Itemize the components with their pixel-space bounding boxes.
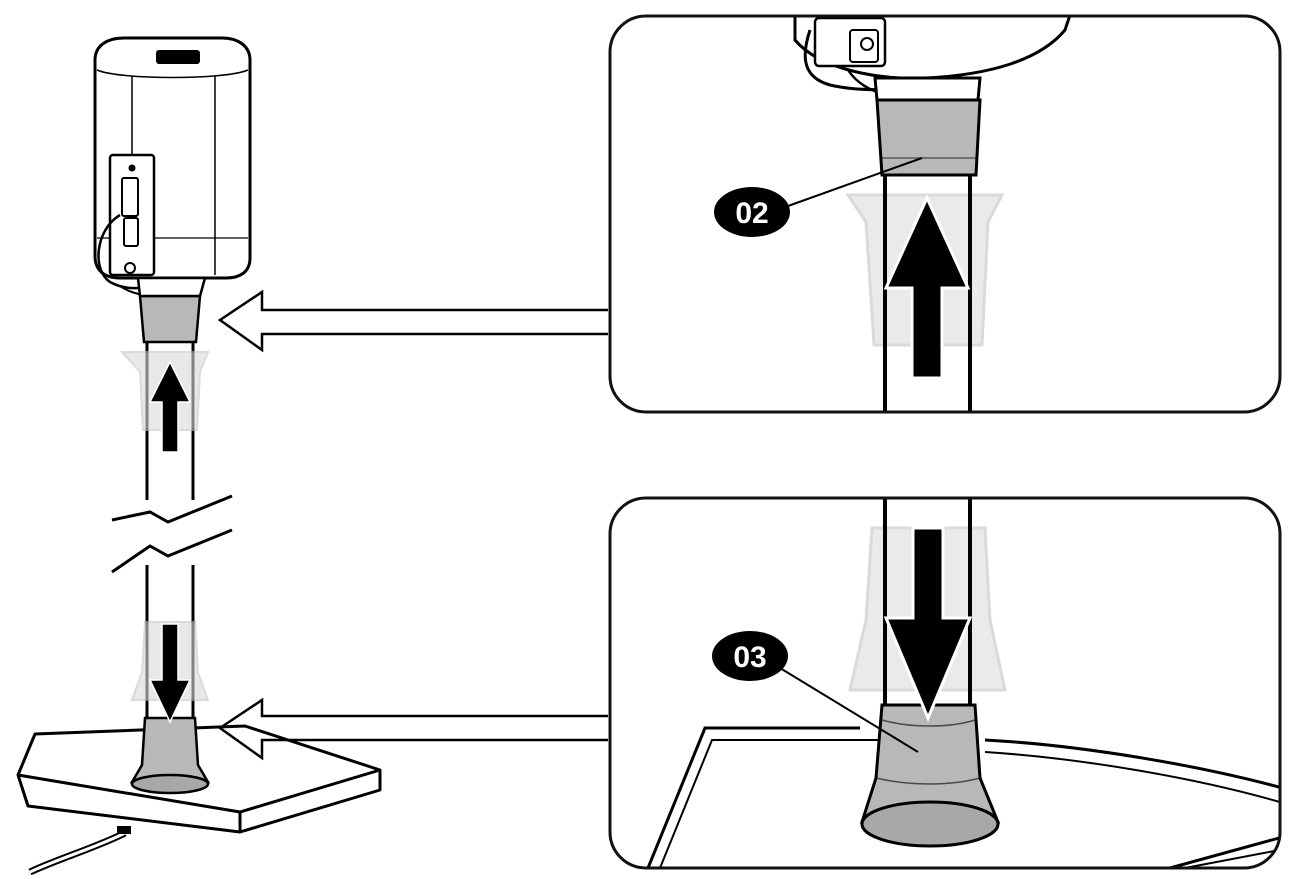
stand-base-plate xyxy=(16,724,382,876)
speaker-stand-figure xyxy=(16,36,382,876)
slide-up-arrow xyxy=(148,360,192,453)
pointer-arrow-upper xyxy=(217,289,608,353)
detail-panel-lower: 03 xyxy=(608,496,1282,870)
detail-panel-upper: 02 xyxy=(608,14,1282,414)
callout-label-02: 02 xyxy=(735,197,768,230)
pointer-arrow-lower xyxy=(217,697,608,761)
slide-down-arrow xyxy=(148,623,192,724)
callout-badge-03: 03 xyxy=(712,631,788,681)
brand-logo xyxy=(156,50,200,64)
callout-badge-02: 02 xyxy=(714,187,790,237)
speaker-body xyxy=(93,36,252,298)
callout-label-03: 03 xyxy=(733,641,766,674)
bottom-sleeve xyxy=(129,716,211,795)
top-sleeve xyxy=(138,294,202,344)
